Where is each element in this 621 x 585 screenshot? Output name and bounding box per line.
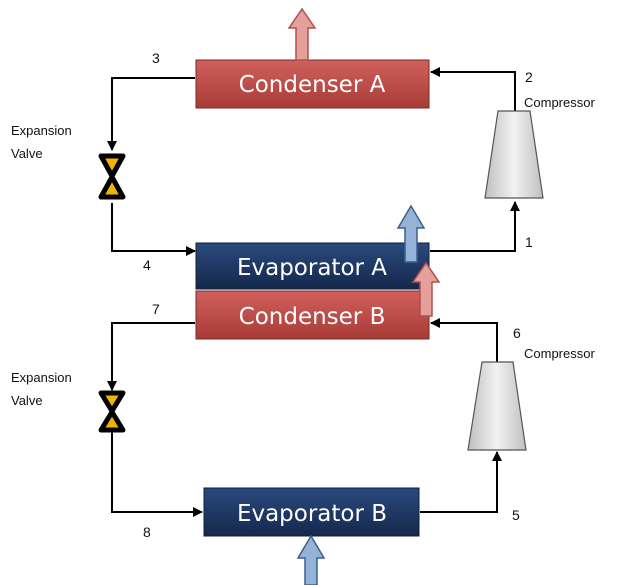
compressor-b-icon bbox=[467, 361, 527, 451]
line-7-to-valve-b bbox=[107, 322, 195, 391]
state-point-5: 5 bbox=[512, 507, 520, 523]
evaporator-a-label: Evaporator A bbox=[237, 255, 387, 281]
evaporator-b-label: Evaporator B bbox=[237, 501, 387, 527]
state-point-6: 6 bbox=[513, 325, 521, 341]
expansion-valve-b-icon bbox=[98, 390, 126, 433]
stage-a-piping bbox=[107, 67, 520, 256]
state-point-1: 1 bbox=[525, 234, 533, 250]
compressor-a-icon bbox=[484, 110, 544, 199]
state-point-8: 8 bbox=[143, 524, 151, 540]
line-valve-a-to-4 bbox=[111, 203, 196, 256]
expansion-valve-a-label-line2: Valve bbox=[11, 146, 43, 161]
line-5-to-compressor-b bbox=[420, 451, 502, 513]
expansion-valve-b-label-line1: Expansion bbox=[11, 370, 72, 385]
expansion-valve-a-icon bbox=[98, 153, 126, 200]
heat-in-arrow-icon bbox=[296, 534, 326, 585]
expansion-valve-a-label-line1: Expansion bbox=[11, 123, 72, 138]
state-point-2: 2 bbox=[525, 69, 533, 85]
state-point-7: 7 bbox=[152, 301, 160, 317]
expansion-valve-b-label-line2: Valve bbox=[11, 393, 43, 408]
stage-b-piping bbox=[107, 318, 502, 517]
line-6-to-condenser-b bbox=[430, 318, 498, 362]
compressor-b-label: Compressor bbox=[524, 346, 595, 361]
heat-out-arrow-icon bbox=[411, 261, 441, 317]
condenser-b-label: Condenser B bbox=[239, 304, 386, 330]
line-valve-b-to-8 bbox=[111, 430, 203, 517]
state-point-3: 3 bbox=[152, 50, 160, 66]
condenser-a-label: Condenser A bbox=[239, 72, 386, 98]
line-3-to-valve-a bbox=[107, 77, 195, 151]
evaporator-b: Evaporator B bbox=[203, 487, 420, 537]
condenser-a: Condenser A bbox=[195, 59, 430, 109]
compressor-a-label: Compressor bbox=[524, 95, 595, 110]
state-point-4: 4 bbox=[143, 257, 151, 273]
line-2-to-condenser-a bbox=[430, 67, 516, 111]
condenser-b: Condenser B bbox=[195, 290, 430, 340]
evaporator-a: Evaporator A bbox=[195, 242, 430, 290]
line-1-to-compressor-a bbox=[430, 201, 520, 252]
heat-out-arrow-icon bbox=[287, 7, 317, 61]
heat-in-arrow-icon bbox=[396, 204, 426, 263]
